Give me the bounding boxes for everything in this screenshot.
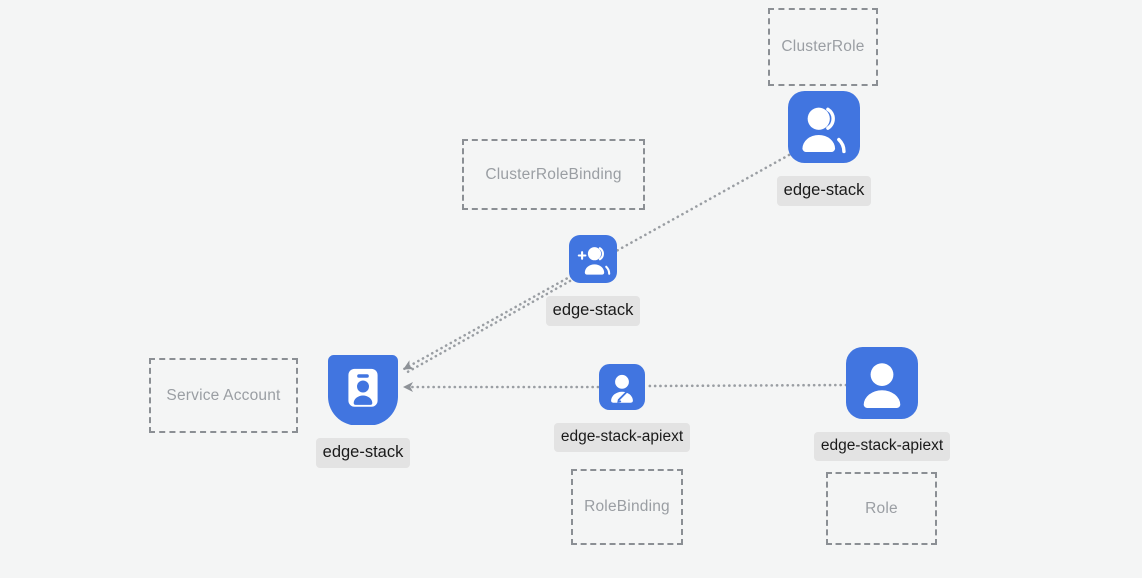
node-rolebinding-label: edge-stack-apiext (553, 423, 691, 452)
node-clusterrolebinding-label: edge-stack (545, 296, 641, 326)
node-serviceaccount[interactable]: edge-stack (315, 355, 411, 468)
kind-box-serviceaccount-label: Service Account (166, 386, 281, 404)
id-badge-icon[interactable] (327, 355, 399, 430)
kind-box-clusterrole: ClusterRole (768, 8, 878, 86)
group-users-icon[interactable] (788, 91, 860, 168)
group-users-add-icon[interactable] (569, 235, 617, 288)
single-user-icon[interactable] (846, 347, 918, 424)
kind-box-clusterrole-label: ClusterRole (781, 38, 865, 55)
node-clusterrolebinding[interactable]: edge-stack (545, 235, 641, 326)
kind-box-role: Role (826, 472, 937, 545)
node-role-label: edge-stack-apiext (813, 432, 951, 461)
kind-box-rolebinding: RoleBinding (571, 469, 683, 545)
kind-box-role-label: Role (865, 499, 898, 517)
node-serviceaccount-label: edge-stack (315, 438, 411, 468)
node-rolebinding[interactable]: edge-stack-apiext (553, 364, 691, 452)
node-role[interactable]: edge-stack-apiext (813, 347, 951, 461)
node-clusterrole[interactable]: edge-stack (776, 91, 872, 206)
user-edit-icon[interactable] (599, 364, 645, 415)
node-clusterrole-label: edge-stack (776, 176, 872, 206)
kind-box-serviceaccount: Service Account (149, 358, 298, 433)
kind-box-rolebinding-label: RoleBinding (584, 498, 670, 515)
